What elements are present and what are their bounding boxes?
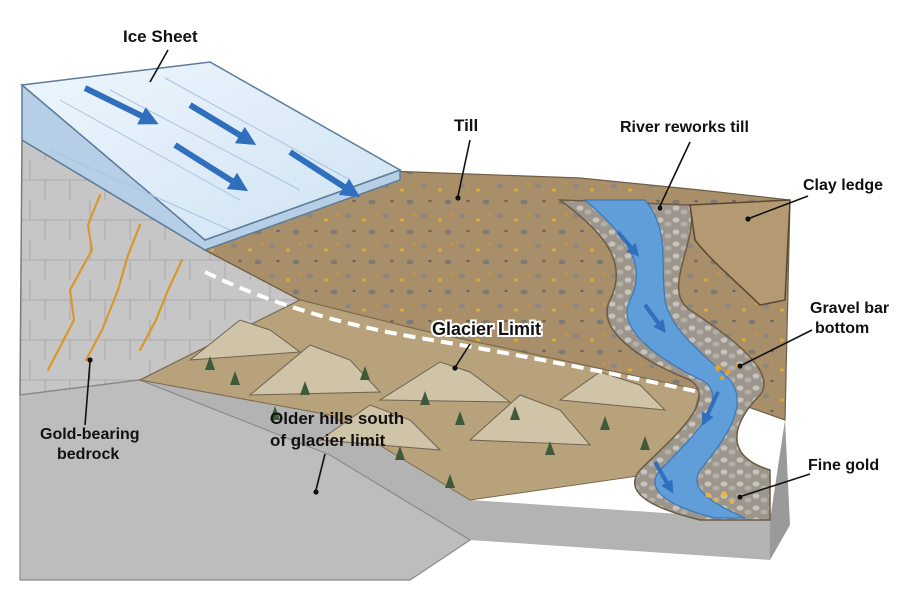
river-flow-arrows xyxy=(616,230,720,494)
river-flow-arrow xyxy=(643,303,666,334)
label-fine-gold-group: Fine gold xyxy=(737,457,879,500)
river-flow-arrow xyxy=(653,461,674,494)
conifer-tree-group xyxy=(205,356,650,488)
conifer-tree xyxy=(270,406,280,420)
conifer-tree xyxy=(360,366,370,380)
gold-nugget xyxy=(715,365,721,371)
gravel-bar-gold xyxy=(715,363,741,380)
gold-nugget xyxy=(730,500,734,504)
conifer-tree xyxy=(395,446,405,460)
conifer-tree xyxy=(455,411,465,425)
gold-nugget xyxy=(713,497,719,503)
conifer-tree xyxy=(640,436,650,450)
hill-ridges xyxy=(188,319,667,451)
label-ice-sheet: Ice Sheet xyxy=(123,27,198,46)
label-older-hills-line1: Older hills south xyxy=(270,409,404,428)
label-gravel-bar-line2: bottom xyxy=(815,320,869,337)
label-gold-bedrock-line1: Gold-bearing xyxy=(40,426,140,443)
gold-nugget xyxy=(705,492,711,498)
gold-veins xyxy=(46,193,184,372)
label-older-hills-group: Older hills south of glacier limit xyxy=(270,409,404,495)
conifer-tree xyxy=(600,416,610,430)
label-ice-sheet-group: Ice Sheet xyxy=(123,27,198,83)
label-gravel-bar-line1: Gravel bar xyxy=(810,300,889,317)
ice-flow-arrow xyxy=(173,142,249,192)
conifer-tree xyxy=(510,406,520,420)
label-river-group: River reworks till xyxy=(620,119,749,211)
label-till-group: Till xyxy=(454,116,478,201)
label-gravel-bar-group: Gravel bar bottom xyxy=(737,300,889,369)
label-older-hills-line2: of glacier limit xyxy=(270,431,386,450)
river-flow-arrow xyxy=(616,230,640,257)
ice-crevasses xyxy=(49,77,351,231)
label-clay-ledge-group: Clay ledge xyxy=(745,177,883,222)
conifer-tree xyxy=(300,381,310,395)
conifer-tree xyxy=(545,441,555,455)
label-clay-ledge: Clay ledge xyxy=(803,177,883,194)
label-gold-bedrock-line2: bedrock xyxy=(57,446,119,463)
label-river-reworks-till: River reworks till xyxy=(620,119,749,136)
conifer-tree xyxy=(420,391,430,405)
ice-flow-arrows xyxy=(83,85,361,198)
river-flow-arrow xyxy=(701,391,720,426)
ice-flow-arrow xyxy=(288,149,361,198)
conifer-tree xyxy=(230,371,240,385)
conifer-tree xyxy=(445,474,455,488)
conifer-tree xyxy=(205,356,215,370)
gold-nugget xyxy=(720,376,724,380)
label-gold-bedrock-group: Gold-bearing bedrock xyxy=(40,357,140,463)
ice-flow-arrow xyxy=(188,102,257,145)
block-front-face xyxy=(20,340,770,560)
ice-flow-arrow xyxy=(83,85,159,125)
gold-nugget xyxy=(721,491,727,497)
block-right-face xyxy=(770,420,790,560)
river-water xyxy=(583,199,746,519)
clay-ledge xyxy=(689,199,791,306)
gold-nugget xyxy=(725,369,731,375)
label-glacier-limit: Glacier Limit xyxy=(432,319,541,339)
label-glacier-limit-group: Glacier Limit xyxy=(430,317,543,371)
label-till: Till xyxy=(454,116,478,135)
label-fine-gold: Fine gold xyxy=(808,457,879,474)
